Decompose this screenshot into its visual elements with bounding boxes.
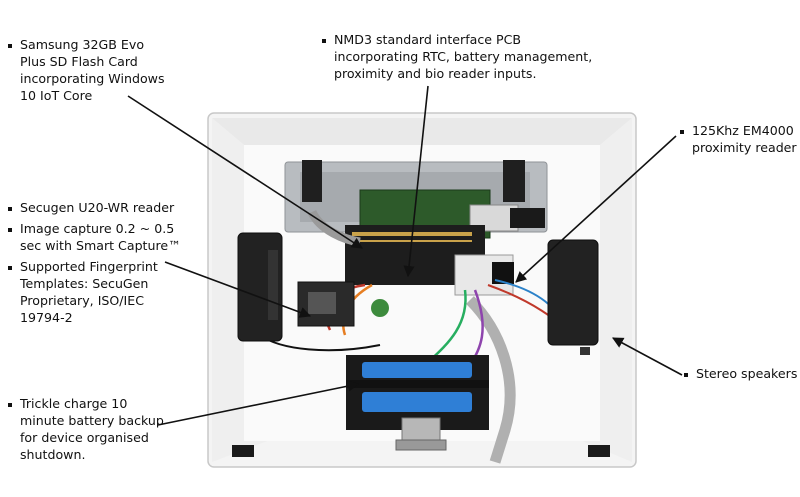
annotation-line: 19794-2 [20, 310, 73, 325]
bullet-marker [8, 403, 12, 407]
right-bracket [503, 160, 525, 202]
arrow-sd-card [127, 95, 363, 249]
battery-cell-top [362, 362, 472, 378]
bullet-marker [8, 44, 12, 48]
annotation-line: incorporating RTC, battery management, [334, 49, 593, 64]
annotation-line: Templates: SecuGen [20, 276, 149, 291]
bullet-marker [680, 130, 684, 134]
annotation-proximity: 125Khz EM4000 proximity reader [692, 122, 797, 156]
annotation-line: Stereo speakers [696, 366, 798, 381]
annotation-pcb: NMD3 standard interface PCB incorporatin… [334, 31, 592, 82]
arrow-battery [157, 380, 360, 426]
annotation-line: minute battery backup [20, 413, 164, 428]
foot-right [588, 445, 610, 457]
annotation-line: Samsung 32GB Evo [20, 37, 145, 52]
usb-dongle [510, 208, 545, 228]
annotation-line: proximity reader [692, 140, 797, 155]
proximity-connector [492, 262, 514, 284]
annotation-line: 10 IoT Core [20, 88, 93, 103]
annotation-line: sec with Smart Capture™ [20, 238, 181, 253]
arrow-speakers [612, 337, 683, 376]
arrow-pcb [403, 85, 429, 278]
left-bracket [302, 160, 322, 202]
annotation-line: 125Khz EM4000 [692, 123, 794, 138]
annotation-image-capture: Image capture 0.2 ~ 0.5 sec with Smart C… [20, 220, 181, 254]
battery-cell-bottom [362, 392, 472, 412]
capacitor [371, 299, 389, 317]
annotation-battery: Trickle charge 10 minute battery backup … [20, 395, 164, 463]
annotation-line: shutdown. [20, 447, 86, 462]
annotation-speakers: Stereo speakers [696, 365, 797, 382]
bullet-marker [8, 207, 12, 211]
annotation-line: proximity and bio reader inputs. [334, 66, 537, 81]
annotation-fingerprint-reader: Secugen U20-WR reader [20, 199, 174, 216]
bullet-marker [8, 266, 12, 270]
annotation-sd-card: Samsung 32GB Evo Plus SD Flash Card inco… [20, 36, 165, 104]
bullet-marker [322, 39, 326, 43]
bullet-marker [684, 373, 688, 377]
bullet-marker [8, 228, 12, 232]
annotation-line: incorporating Windows [20, 71, 165, 86]
annotation-line: Supported Fingerprint [20, 259, 158, 274]
arrow-proximity [515, 135, 677, 283]
foot-left [232, 445, 254, 457]
annotation-templates: Supported Fingerprint Templates: SecuGen… [20, 258, 158, 326]
annotation-line: Secugen U20-WR reader [20, 200, 175, 215]
enclosure-top-wall [212, 118, 632, 145]
right-speaker [547, 239, 599, 346]
annotation-line: Trickle charge 10 [20, 396, 128, 411]
annotation-line: Proprietary, ISO/IEC [20, 293, 145, 308]
annotation-line: Image capture 0.2 ~ 0.5 [20, 221, 175, 236]
arrow-fingerprint [164, 261, 312, 318]
annotation-line: NMD3 standard interface PCB [334, 32, 522, 47]
annotation-line: Plus SD Flash Card [20, 54, 138, 69]
annotation-line: for device organised [20, 430, 149, 445]
